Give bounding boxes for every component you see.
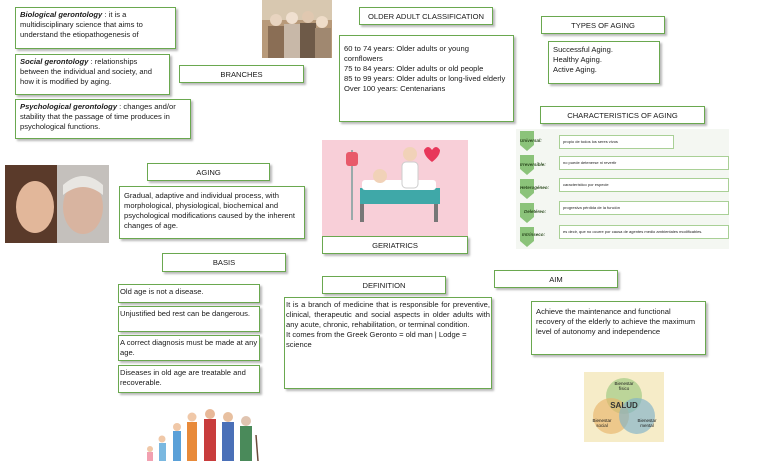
- characteristics-table: Universal: propio de todos los seres viv…: [516, 129, 729, 249]
- type-item: Healthy Aging.: [553, 55, 602, 64]
- salud-top-label: Bienestar físico: [614, 381, 634, 391]
- types-header: TYPES OF AGING: [541, 16, 665, 34]
- older-adult-item: 85 to 99 years: Older adults or long-liv…: [344, 74, 506, 83]
- branches-header: BRANCHES: [179, 65, 304, 83]
- young-old-faces-photo: [5, 165, 109, 243]
- char-desc: progresiva pérdida de la función: [559, 201, 729, 215]
- char-label: Heterogéneo:: [520, 185, 550, 190]
- basis-header: BASIS: [162, 253, 286, 272]
- char-label: Deletéreo:: [524, 209, 547, 214]
- hospital-bed-illustration: [322, 140, 468, 236]
- char-desc: propio de todos los seres vivos: [559, 135, 674, 149]
- aging-text: Gradual, adaptive and individual process…: [119, 186, 305, 239]
- char-desc: no puede detenerse ni revertir: [559, 156, 729, 170]
- arrow-chain: [520, 131, 534, 247]
- elderly-group-photo: [262, 0, 332, 58]
- type-item: Active Aging.: [553, 65, 597, 74]
- salud-left-label: Bienestar social: [592, 418, 612, 428]
- geriatrics-header: GERIATRICS: [322, 236, 468, 254]
- salud-center-label: SALUD: [610, 401, 638, 410]
- aim-header: AIM: [494, 270, 618, 288]
- char-label: Universal:: [520, 138, 542, 143]
- older-adult-item: 75 to 84 years: Older adults or old peop…: [344, 64, 484, 73]
- char-desc: es decir, que no ocurre por causa de age…: [559, 225, 729, 239]
- definition-line: It comes from the Greek Geronto = old ma…: [286, 330, 467, 349]
- life-stages-illustration: [142, 405, 262, 463]
- basis-item: Old age is not a disease.: [118, 284, 260, 303]
- aim-text: Achieve the maintenance and functional r…: [531, 301, 706, 355]
- older-adult-item: Over 100 years: Centenarians: [344, 84, 446, 93]
- def-term: Biological gerontology: [20, 10, 103, 19]
- char-desc: característico por especie: [559, 178, 729, 192]
- salud-venn-diagram: SALUD Bienestar físico Bienestar social …: [584, 372, 664, 442]
- definition-line: It is a branch of medicine that is respo…: [286, 300, 490, 329]
- definition-header: DEFINITION: [322, 276, 446, 294]
- def-text: : it is a multidisciplinary science that…: [20, 10, 143, 39]
- def-psychological: Psychological gerontology : changes and/…: [15, 99, 191, 139]
- def-term: Psychological gerontology: [20, 102, 118, 111]
- older-adult-header: OLDER ADULT CLASSIFICATION: [359, 7, 493, 25]
- aging-header: AGING: [147, 163, 270, 181]
- basis-item: Diseases in old age are treatable and re…: [118, 365, 260, 393]
- def-social: Social gerontology : relationships betwe…: [15, 54, 170, 95]
- salud-right-label: Bienestar mental: [637, 418, 657, 428]
- def-text: : relationships between the individual a…: [20, 57, 152, 86]
- characteristics-header: CHARACTERISTICS OF AGING: [540, 106, 705, 124]
- basis-item: Unjustified bed rest can be dangerous.: [118, 306, 260, 332]
- def-biological: Biological gerontology : it is a multidi…: [15, 7, 176, 49]
- basis-item: A correct diagnosis must be made at any …: [118, 335, 260, 361]
- def-text: : changes and/or stability that the pass…: [20, 102, 176, 131]
- older-adult-list: 60 to 74 years: Older adults or young co…: [339, 35, 514, 122]
- older-adult-item: 60 to 74 years: Older adults or young co…: [344, 44, 469, 63]
- type-item: Successful Aging.: [553, 45, 613, 54]
- types-list: Successful Aging. Healthy Aging. Active …: [548, 41, 660, 84]
- char-label: Irreversible:: [520, 162, 546, 167]
- definition-text: It is a branch of medicine that is respo…: [284, 297, 492, 389]
- def-term: Social gerontology: [20, 57, 89, 66]
- char-label: Intrínseco:: [522, 232, 546, 237]
